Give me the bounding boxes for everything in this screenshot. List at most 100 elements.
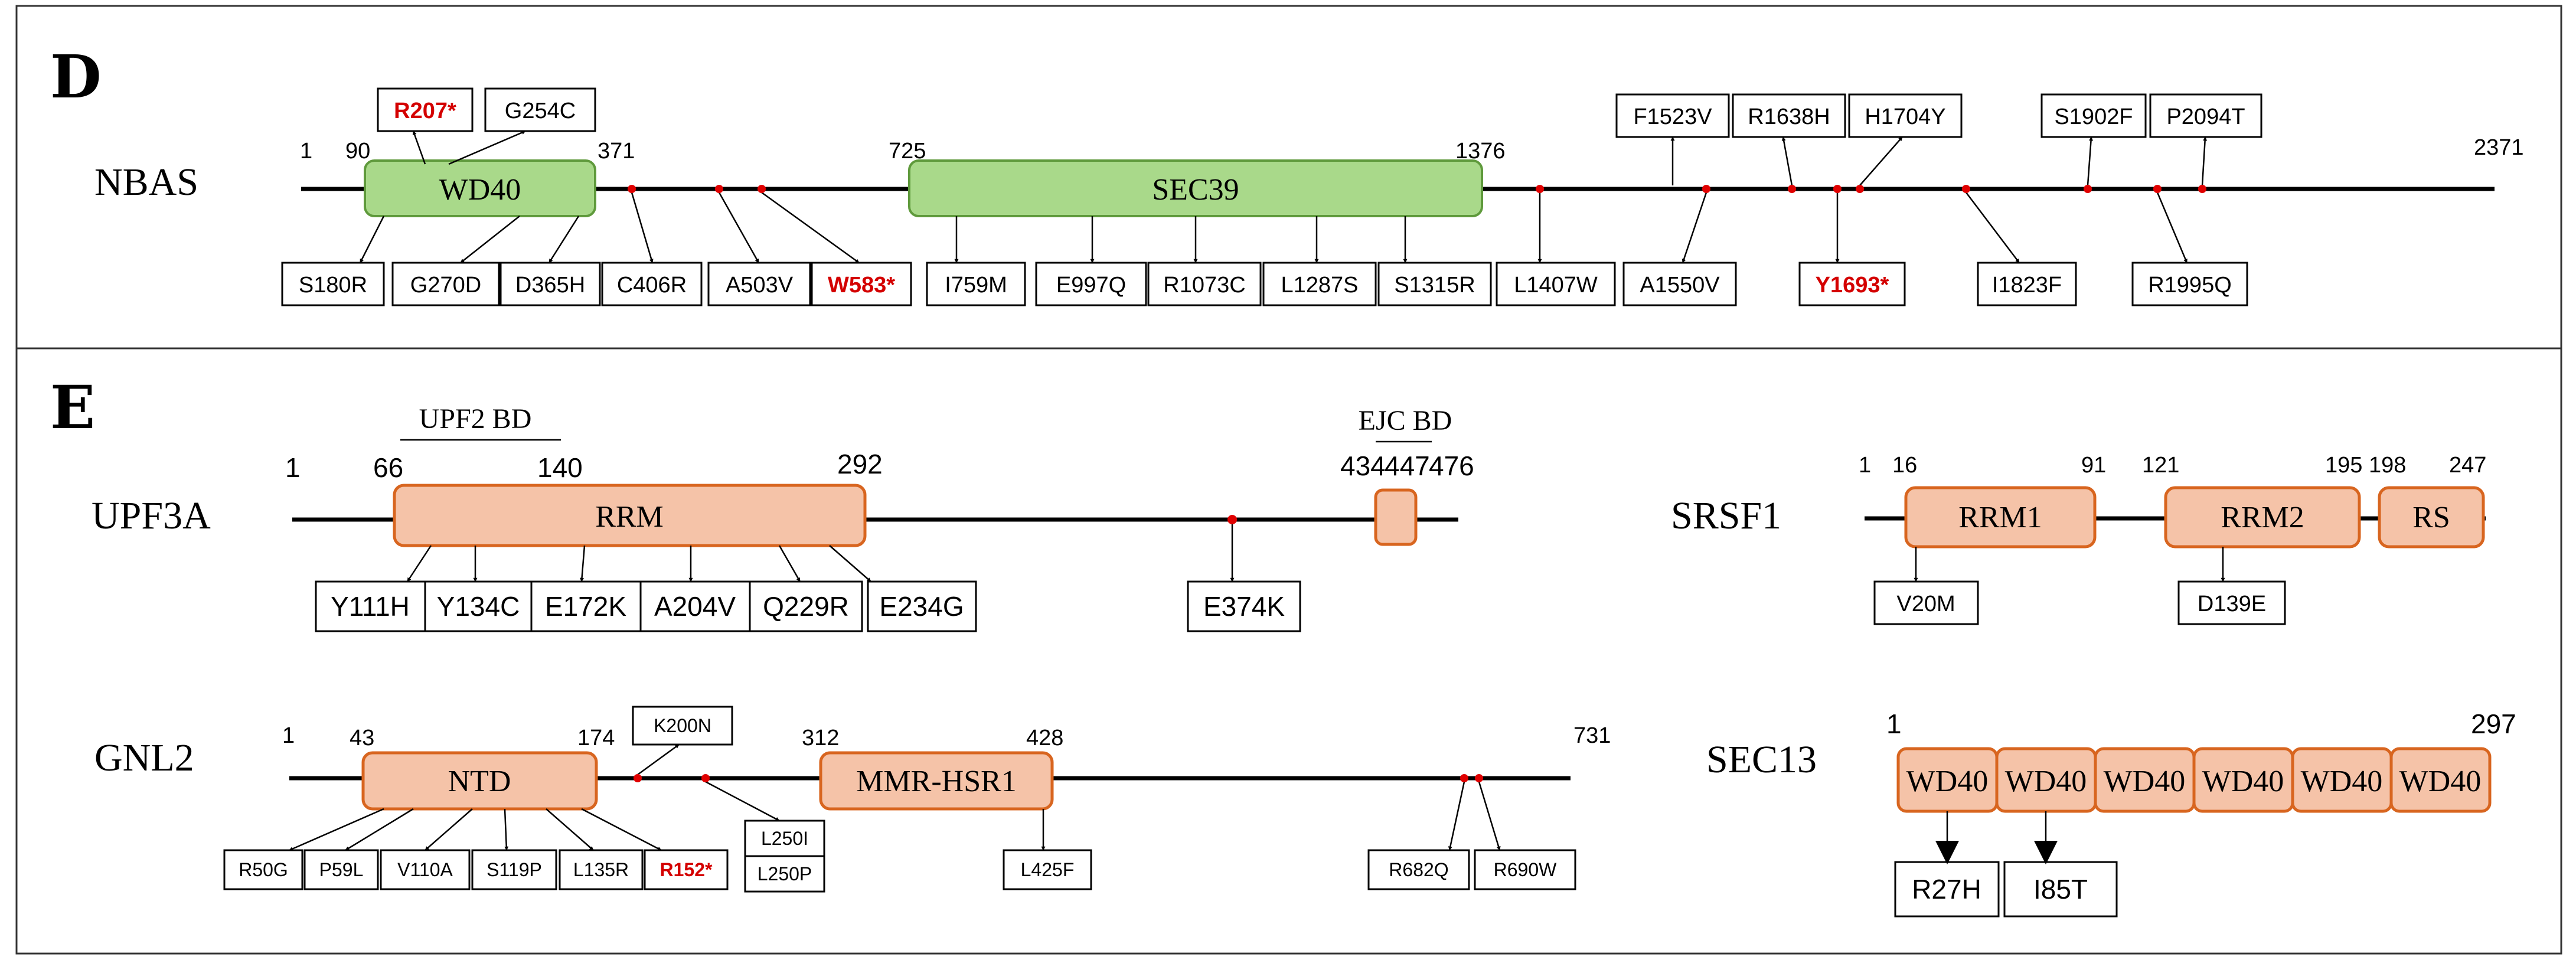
nbas-mut-h1704y: H1704Y bbox=[1848, 93, 1963, 138]
svg-text:E172K: E172K bbox=[545, 591, 626, 622]
upf3a-upf2-bd-label: UPF2 BD bbox=[419, 403, 532, 435]
svg-text:R152*: R152* bbox=[660, 859, 713, 880]
svg-text:G254C: G254C bbox=[505, 99, 576, 123]
gnl2-pos-1: 1 bbox=[282, 723, 295, 748]
nbas-mut-f1523v: F1523V bbox=[1615, 93, 1730, 138]
svg-text:WD40: WD40 bbox=[2399, 765, 2482, 798]
nbas-mut-y1693: Y1693* bbox=[1798, 262, 1906, 306]
svg-text:R1638H: R1638H bbox=[1748, 105, 1830, 129]
svg-text:C406R: C406R bbox=[617, 273, 687, 298]
svg-text:L135R: L135R bbox=[573, 859, 629, 880]
nbas-wd40-label: WD40 bbox=[439, 173, 521, 207]
srsf1-pos-1: 1 bbox=[1859, 453, 1871, 478]
nbas-mut-r1995q: R1995Q bbox=[2131, 262, 2248, 306]
gnl2-pos-43: 43 bbox=[350, 726, 374, 750]
svg-text:S119P: S119P bbox=[487, 859, 542, 880]
svg-text:WD40: WD40 bbox=[2202, 765, 2284, 798]
upf3a-mut-e234g: E234G bbox=[867, 580, 977, 632]
srsf1-rs-label: RS bbox=[2412, 501, 2450, 534]
upf3a-pos-434: 434 bbox=[1340, 451, 1386, 481]
nbas-mut-r207: R207* bbox=[377, 87, 474, 132]
svg-text:Y1693*: Y1693* bbox=[1816, 273, 1889, 298]
sec13-wd40-domains: WD40 WD40 WD40 WD40 WD40 WD40 bbox=[1896, 747, 2492, 813]
nbas-arrows bbox=[359, 130, 2208, 264]
sec13-mut-i85t: I85T bbox=[2003, 861, 2118, 918]
gnl2-ntd-domain bbox=[361, 751, 598, 811]
gnl2-mut-l135r: L135R bbox=[559, 849, 644, 890]
gnl2-mut-s119p: S119P bbox=[471, 849, 557, 890]
nbas-mut-r1073c: R1073C bbox=[1147, 262, 1262, 306]
sec13-pos-297: 297 bbox=[2471, 709, 2516, 739]
nbas-pos-1: 1 bbox=[300, 139, 312, 164]
nbas-mut-l1407w: L1407W bbox=[1496, 262, 1616, 306]
nbas-mut-a503v: A503V bbox=[707, 262, 811, 306]
upf3a-mut-y111h: Y111H bbox=[315, 580, 426, 632]
srsf1-mut-v20m: V20M bbox=[1873, 580, 1979, 625]
gnl2-mut-r50g: R50G bbox=[223, 849, 303, 890]
nbas-mut-r1638h: R1638H bbox=[1732, 93, 1846, 138]
srsf1-pos-16: 16 bbox=[1892, 453, 1917, 478]
gnl2-arrows bbox=[289, 743, 1501, 851]
gnl2-name: GNL2 bbox=[94, 736, 194, 779]
svg-text:W583*: W583* bbox=[828, 273, 895, 298]
upf3a-ejc-bd-label: EJC BD bbox=[1359, 405, 1452, 436]
nbas-mut-c406r: C406R bbox=[601, 262, 703, 306]
svg-text:R682Q: R682Q bbox=[1389, 859, 1448, 880]
nbas-pos-1376: 1376 bbox=[1455, 139, 1506, 164]
svg-text:R1995Q: R1995Q bbox=[2148, 273, 2232, 298]
svg-text:R207*: R207* bbox=[394, 99, 456, 123]
gnl2-mut-p59l: P59L bbox=[303, 849, 379, 890]
gnl2-pos-428: 428 bbox=[1026, 726, 1063, 750]
nbas-mut-i1823f: I1823F bbox=[1977, 262, 2077, 306]
svg-text:WD40: WD40 bbox=[2301, 765, 2383, 798]
svg-text:R27H: R27H bbox=[1912, 874, 1981, 905]
svg-text:Q229R: Q229R bbox=[763, 591, 849, 622]
sec13-mut-r27h: R27H bbox=[1894, 861, 2000, 918]
svg-text:V110A: V110A bbox=[397, 859, 453, 880]
gnl2-mut-l425f: L425F bbox=[1003, 849, 1092, 890]
svg-text:F1523V: F1523V bbox=[1633, 105, 1712, 129]
srsf1-rs-domain bbox=[2378, 486, 2485, 549]
nbas-pos-725: 725 bbox=[889, 139, 926, 164]
nbas-mut-g270d: G270D bbox=[391, 262, 500, 306]
nbas-pos-371: 371 bbox=[598, 139, 635, 164]
svg-text:D365H: D365H bbox=[515, 273, 585, 298]
svg-text:I1823F: I1823F bbox=[1992, 273, 2062, 298]
srsf1-arrows bbox=[1914, 547, 2225, 582]
gnl2-mut-l250i: L250I bbox=[744, 820, 825, 857]
svg-text:S180R: S180R bbox=[299, 273, 367, 298]
nbas-pos-2371: 2371 bbox=[2474, 135, 2524, 160]
svg-text:R1073C: R1073C bbox=[1163, 273, 1245, 298]
gnl2-mut-k200n: K200N bbox=[632, 706, 733, 746]
upf3a-mut-a204v: A204V bbox=[639, 580, 751, 632]
gnl2-mut-r152: R152* bbox=[644, 849, 729, 890]
svg-text:L1407W: L1407W bbox=[1514, 273, 1598, 298]
srsf1-name: SRSF1 bbox=[1671, 494, 1781, 537]
nbas-sec39-label: SEC39 bbox=[1152, 173, 1239, 207]
upf3a-mut-q229r: Q229R bbox=[749, 580, 863, 632]
panel-d-label: D bbox=[50, 42, 102, 112]
svg-text:L250I: L250I bbox=[761, 828, 808, 849]
sec13-arrows bbox=[1935, 811, 2058, 864]
svg-text:P59L: P59L bbox=[319, 859, 364, 880]
upf3a-pos-66: 66 bbox=[373, 452, 403, 483]
nbas-mut-a1550v: A1550V bbox=[1622, 262, 1737, 306]
upf3a-ejc-domain bbox=[1374, 488, 1418, 546]
gnl2-mmr-label: MMR-HSR1 bbox=[856, 765, 1017, 798]
gnl2-mut-l250p: L250P bbox=[744, 855, 825, 893]
svg-text:A204V: A204V bbox=[654, 591, 736, 622]
svg-text:K200N: K200N bbox=[654, 715, 711, 736]
sec13-pos-1: 1 bbox=[1886, 709, 1902, 739]
svg-text:D139E: D139E bbox=[2198, 592, 2266, 616]
svg-text:E374K: E374K bbox=[1203, 591, 1285, 622]
nbas-mut-p2094t: P2094T bbox=[2149, 93, 2262, 138]
gnl2-mut-r682q: R682Q bbox=[1367, 849, 1470, 890]
srsf1-rrm2-domain bbox=[2164, 486, 2361, 549]
upf3a-arrows bbox=[406, 515, 1237, 582]
srsf1-pos-91: 91 bbox=[2081, 453, 2106, 478]
nbas-mut-i759m: I759M bbox=[926, 262, 1026, 306]
svg-text:S1902F: S1902F bbox=[2054, 105, 2133, 129]
upf3a-mut-y134c: Y134C bbox=[424, 580, 533, 632]
upf3a-pos-1: 1 bbox=[285, 452, 301, 483]
svg-text:E234G: E234G bbox=[879, 591, 964, 622]
